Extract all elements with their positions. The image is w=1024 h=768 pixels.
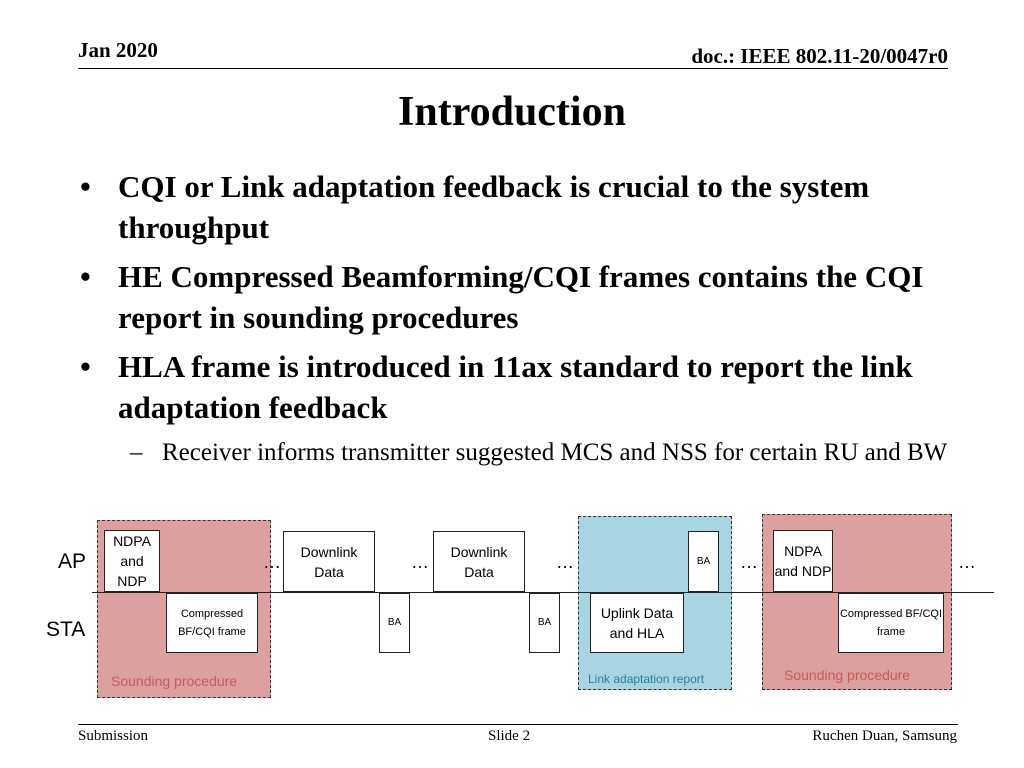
link-adaptation-label: Link adaptation report: [588, 672, 705, 686]
bullet-list: • CQI or Link adaptation feedback is cruc…: [80, 166, 960, 469]
sub-bullet-text: Receiver informs transmitter suggested M…: [162, 439, 948, 466]
frame-label: Downlink Data: [300, 543, 358, 580]
bullet-marker: •: [80, 349, 91, 384]
bullet-item: • HLA frame is introduced in 11ax standar…: [80, 346, 960, 428]
header-doc-id: doc.: IEEE 802.11-20/0047r0: [691, 44, 948, 68]
ellipsis: …: [958, 552, 976, 572]
bullet-text: HE Compressed Beamforming/CQI frames con…: [118, 259, 924, 335]
bullet-item: • CQI or Link adaptation feedback is cruc…: [80, 166, 960, 248]
lane-label-ap: AP: [58, 550, 87, 573]
uplink-hla-frame: Uplink Data and HLA: [590, 593, 684, 653]
compressed-bf-cqi-frame-2: Compressed BF/CQI frame: [838, 593, 944, 653]
lane-label-sta: STA: [46, 618, 86, 641]
frame-label: BA: [387, 617, 402, 628]
ndpa-ndp-frame-1: NDPA and NDP: [104, 530, 160, 592]
ba-frame-2: BA: [529, 593, 560, 653]
ellipsis: …: [411, 552, 429, 572]
sub-bullet-marker: –: [130, 439, 143, 466]
ellipsis: …: [556, 552, 574, 572]
sounding-label-1: Sounding procedure: [111, 673, 238, 689]
footer-author: Ruchen Duan, Samsung: [812, 728, 957, 744]
frame-label: Compressed BF/CQI frame: [839, 608, 943, 638]
sub-bullet-item: –Receiver informs transmitter suggested …: [80, 436, 960, 469]
compressed-bf-cqi-frame-1: Compressed BF/CQI frame: [166, 593, 258, 653]
downlink-data-frame-1: Downlink Data: [283, 531, 375, 592]
frame-label: Downlink Data: [450, 543, 508, 580]
footer-submission: Submission: [78, 728, 149, 744]
bullet-marker: •: [80, 259, 91, 294]
frame-label: Uplink Data and HLA: [600, 605, 674, 641]
ellipsis: …: [263, 552, 281, 572]
sounding-label-2: Sounding procedure: [784, 667, 911, 683]
ellipsis: …: [740, 552, 758, 572]
bullet-text: HLA frame is introduced in 11ax standard…: [118, 349, 913, 425]
ba-frame-3: BA: [688, 531, 719, 592]
bullet-text: CQI or Link adaptation feedback is cruci…: [118, 169, 870, 245]
frame-label: BA: [696, 555, 711, 567]
frame-label: NDPA and NDP: [774, 543, 832, 579]
downlink-data-frame-2: Downlink Data: [433, 531, 525, 592]
header-rule: [78, 68, 948, 69]
frame-label: Compressed BF/CQI frame: [178, 608, 246, 638]
slide-title: Introduction: [398, 89, 626, 135]
ba-frame-1: BA: [379, 593, 410, 653]
bullet-item: • HE Compressed Beamforming/CQI frames co…: [80, 256, 960, 338]
timeline-axis: [92, 592, 994, 593]
ndpa-ndp-frame-2: NDPA and NDP: [773, 530, 833, 592]
footer-slide-number: Slide 2: [488, 728, 531, 744]
bullet-marker: •: [80, 169, 91, 204]
header-date: Jan 2020: [78, 38, 158, 62]
frame-label: BA: [537, 617, 552, 628]
frame-label: NDPA and NDP: [113, 533, 151, 589]
footer-rule: [78, 724, 958, 725]
